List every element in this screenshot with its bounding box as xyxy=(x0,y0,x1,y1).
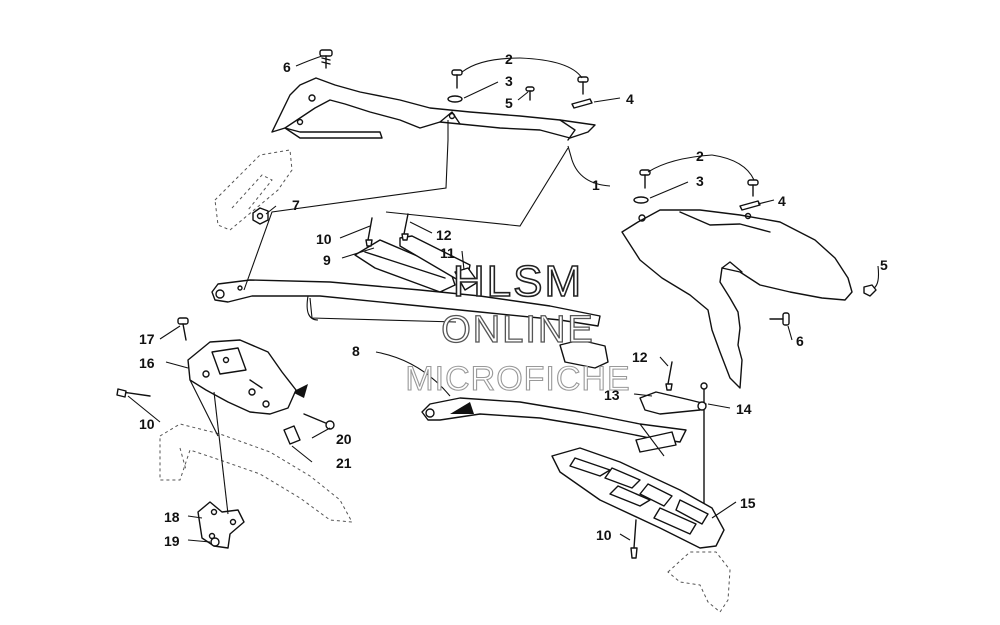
callout-21: 21 xyxy=(336,455,352,471)
callout-1: 1 xyxy=(592,177,600,193)
mount-bracket xyxy=(187,339,297,415)
callout-5-left: 5 xyxy=(505,95,513,111)
callout-11: 11 xyxy=(440,245,455,261)
lower-rail xyxy=(421,339,707,453)
callout-labels: 6 2 3 5 4 1 2 3 4 5 6 7 10 9 12 11 8 17 … xyxy=(139,51,888,549)
callout-3-right: 3 xyxy=(696,173,704,189)
callout-8: 8 xyxy=(352,343,360,359)
watermark: HLSM ONLINE MICROFICHE xyxy=(405,256,630,398)
right-side-panel xyxy=(621,209,853,389)
callout-13: 13 xyxy=(604,387,620,403)
callout-7: 7 xyxy=(292,197,300,213)
callout-15: 15 xyxy=(740,495,756,511)
callout-12-lower: 12 xyxy=(632,349,648,365)
nut-7 xyxy=(252,207,269,225)
callout-5-right: 5 xyxy=(880,257,888,273)
callout-20: 20 xyxy=(336,431,352,447)
watermark-line-2: ONLINE xyxy=(441,309,594,351)
fasteners-right-panel xyxy=(633,169,877,326)
callout-17: 17 xyxy=(139,331,155,347)
left-side-panel xyxy=(271,77,596,141)
callout-10-lower: 10 xyxy=(596,527,612,543)
callout-9: 9 xyxy=(323,252,331,268)
rivet-10-lower xyxy=(630,519,638,559)
callout-6-left: 6 xyxy=(283,59,291,75)
screw-6-left xyxy=(319,49,333,69)
frame-bracket-outline xyxy=(214,149,293,231)
callout-10-upper: 10 xyxy=(316,231,332,247)
callout-6-right: 6 xyxy=(796,333,804,349)
callout-10-left: 10 xyxy=(139,416,155,432)
watermark-line-3: MICROFICHE xyxy=(405,360,630,398)
step-plate xyxy=(551,447,725,549)
rivets-upper-rail xyxy=(365,213,409,247)
callout-12-upper: 12 xyxy=(436,227,452,243)
callout-16: 16 xyxy=(139,355,155,371)
leader-lines xyxy=(127,55,880,543)
chassis-frame-outline xyxy=(159,423,353,523)
callout-2-left: 2 xyxy=(505,51,513,67)
callout-4-left: 4 xyxy=(626,91,634,107)
callout-14: 14 xyxy=(736,401,752,417)
fasteners-left-panel xyxy=(447,69,593,109)
rivet-10-left xyxy=(116,388,151,398)
orientation-arrows xyxy=(292,384,474,414)
callout-19: 19 xyxy=(164,533,180,549)
callout-18: 18 xyxy=(164,509,180,525)
callout-3-left: 3 xyxy=(505,73,513,89)
watermark-line-1: HLSM xyxy=(453,257,583,306)
step-bracket-outline xyxy=(667,551,731,613)
callout-4-right: 4 xyxy=(778,193,786,209)
bolt-17 xyxy=(177,317,189,341)
bolt-20 xyxy=(303,413,335,430)
nut-21 xyxy=(283,425,301,445)
callout-2-right: 2 xyxy=(696,148,704,164)
